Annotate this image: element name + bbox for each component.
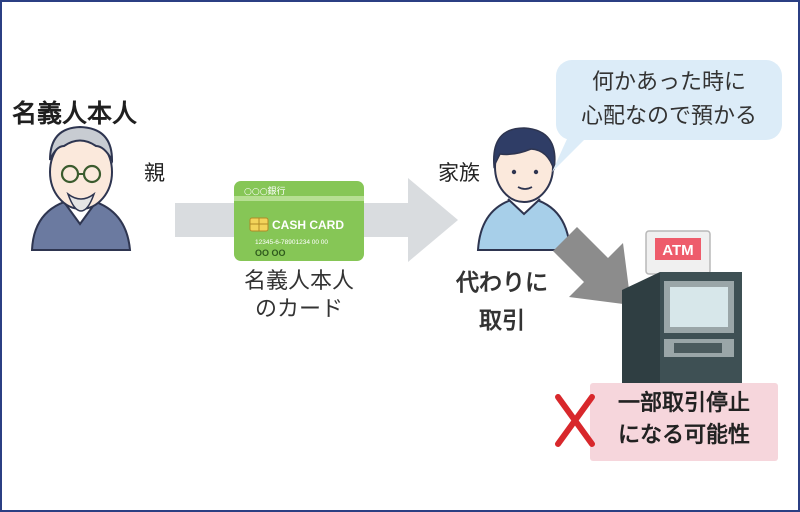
warning-line1: 一部取引停止 [617, 391, 750, 416]
elderly-parent-illustration [30, 125, 132, 251]
speech-text: 何かあった時に 心配なので預かる [556, 66, 782, 134]
family-label: 家族 [438, 161, 480, 185]
warning-line2: になる可能性 [617, 423, 750, 448]
card-caption-line1: 名義人本人 [243, 269, 354, 294]
card-number: 12345-6-78901234 00 00 [255, 239, 328, 246]
owner-label: 名義人本人 [12, 99, 138, 128]
warning-text: 一部取引停止 になる可能性 [590, 388, 778, 452]
cash-card: ○○○銀行 CASH CARD 12345-6-78901234 00 00 O… [234, 181, 364, 261]
speech-line1: 何かあった時に [591, 70, 746, 95]
warning-x-icon [555, 394, 595, 447]
speech-line2: 心配なので預かる [580, 104, 757, 129]
card-title: CASH CARD [272, 218, 344, 232]
action-text: 代わりに 取引 [444, 264, 560, 340]
warning-box [590, 383, 778, 461]
atm-sign: ATM [662, 242, 693, 259]
atm-machine: ATM [622, 230, 742, 392]
transaction-arrow [553, 227, 631, 305]
card-caption-line2: のカード [254, 297, 343, 322]
card-holder: OO OO [255, 248, 286, 258]
card-caption: 名義人本人 のカード [216, 268, 382, 324]
action-line1: 代わりに [456, 270, 548, 296]
card-bank-name: ○○○銀行 [244, 185, 286, 197]
speech-bubble [552, 60, 782, 172]
family-member-illustration [476, 127, 572, 251]
parent-label: 親 [144, 161, 165, 185]
action-line2: 取引 [479, 308, 525, 334]
